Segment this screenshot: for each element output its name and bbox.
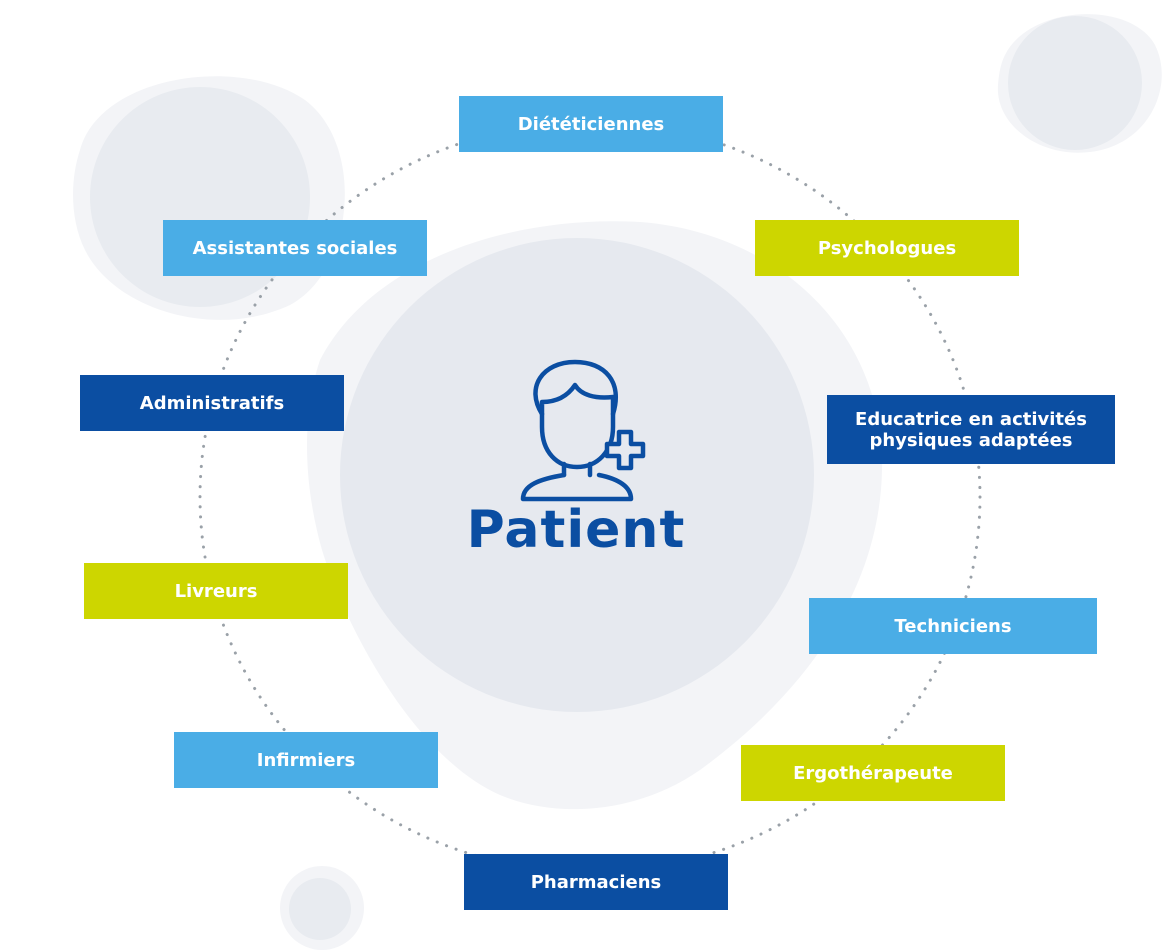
node-psychologues: Psychologues (755, 220, 1019, 276)
node-techniciens-label: Techniciens (894, 615, 1012, 637)
node-administratifs: Administratifs (80, 375, 344, 431)
node-ergotherapeute: Ergothérapeute (741, 745, 1005, 801)
patient-label: Patient (466, 500, 686, 560)
decorative-blob-bottom-left (280, 866, 364, 950)
decorative-blob-top-left (73, 76, 345, 320)
node-techniciens: Techniciens (809, 598, 1097, 654)
central-blob (307, 221, 883, 810)
node-dieteticiennes: Diététiciennes (459, 96, 723, 152)
node-infirmiers-label: Infirmiers (256, 749, 356, 771)
node-pharmaciens-label: Pharmaciens (530, 871, 662, 893)
node-educatrice: Educatrice en activités physiques adapté… (827, 395, 1115, 464)
node-assistantes-sociales: Assistantes sociales (163, 220, 427, 276)
node-administratifs-label: Administratifs (139, 392, 285, 414)
decorative-blob-top-right (997, 14, 1162, 153)
node-educatrice-label: Educatrice en activités physiques adapté… (855, 408, 1087, 451)
node-ergotherapeute-label: Ergothérapeute (793, 762, 953, 784)
node-assistantes-sociales-label: Assistantes sociales (192, 237, 398, 259)
dotted-orbit-ring (198, 120, 982, 874)
node-livreurs-label: Livreurs (174, 580, 258, 602)
node-pharmaciens: Pharmaciens (464, 854, 728, 910)
node-psychologues-label: Psychologues (817, 237, 957, 259)
node-livreurs: Livreurs (84, 563, 348, 619)
patient-with-plus-icon (520, 359, 646, 502)
node-dieteticiennes-label: Diététiciennes (517, 113, 665, 135)
node-infirmiers: Infirmiers (174, 732, 438, 788)
